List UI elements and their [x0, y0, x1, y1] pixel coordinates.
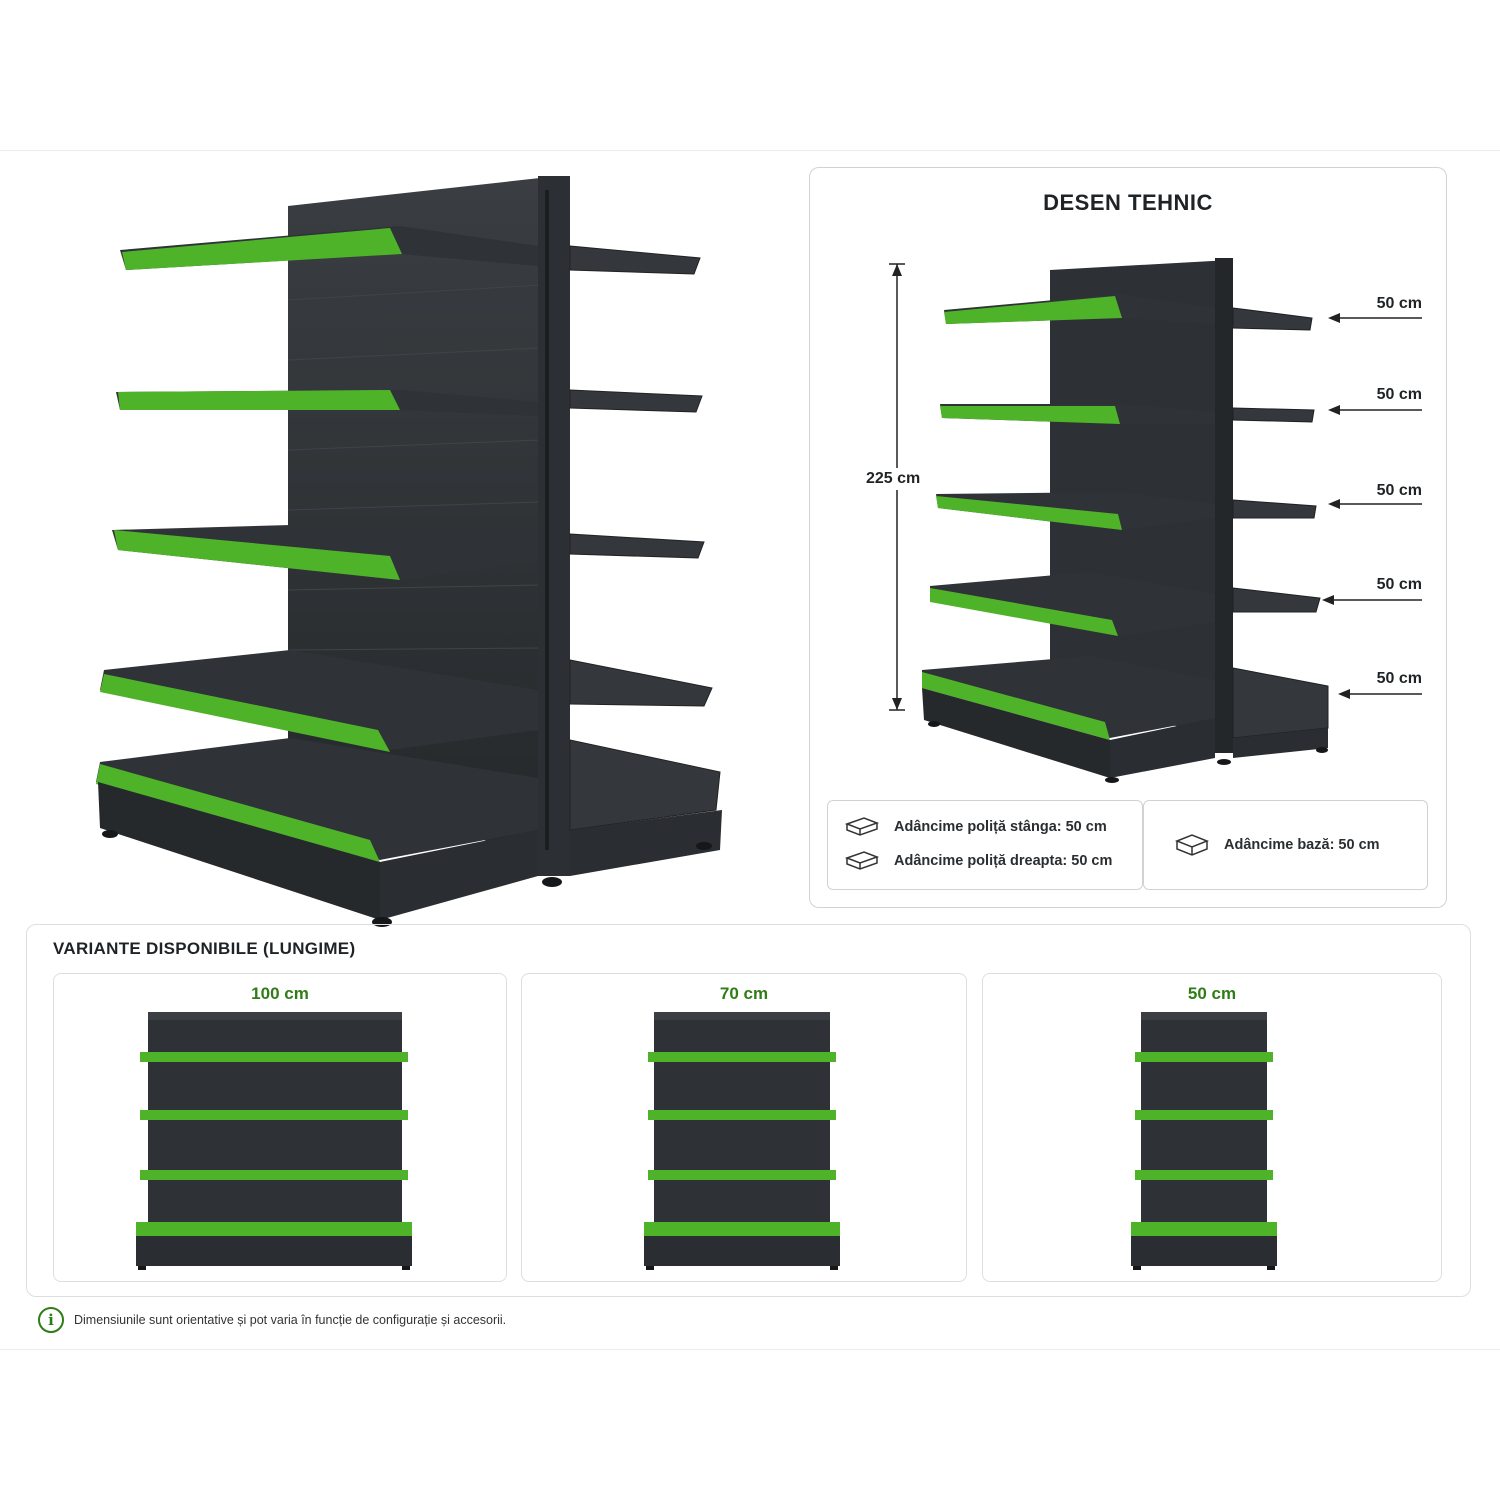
variants-section: VARIANTE DISPONIBILE (LUNGIME) 100 cm 70… [26, 924, 1471, 1297]
technical-drawing-panel: DESEN TEHNIC [809, 167, 1447, 908]
variant-label: 50 cm [1187, 984, 1237, 1003]
spec-base: Adâncime bază: 50 cm [1174, 833, 1380, 857]
shelving-front-view-70 [644, 1012, 840, 1270]
spec-base-text: Adâncime bază: 50 cm [1224, 837, 1380, 853]
shelving-front-view-50 [1131, 1012, 1277, 1270]
shelf-depth-label: 50 cm [1376, 670, 1422, 687]
disclaimer-note: i Dimensiunile sunt orientative și pot v… [38, 1307, 506, 1333]
shelving-front-view-100 [136, 1012, 412, 1270]
shelf-depth-label: 50 cm [1376, 482, 1422, 499]
shelf-box-icon [844, 851, 880, 870]
shelf-depth-specs: Adâncime poliță stânga: 50 cm Adâncime p… [827, 800, 1143, 890]
variant-card-50[interactable]: 50 cm [982, 973, 1442, 1282]
spec-right-shelf: Adâncime poliță dreapta: 50 cm [844, 849, 1112, 873]
spec-left-shelf-text: Adâncime poliță stânga: 50 cm [894, 819, 1107, 835]
spec-left-shelf: Adâncime poliță stânga: 50 cm [844, 815, 1107, 839]
base-depth-spec: Adâncime bază: 50 cm [1143, 800, 1428, 890]
tech-title: DESEN TEHNIC [1043, 190, 1213, 215]
shelf-depth-label: 50 cm [1376, 386, 1422, 403]
disclaimer-text: Dimensiunile sunt orientative și pot var… [74, 1313, 507, 1327]
shelf-depth-label: 50 cm [1376, 576, 1422, 593]
hero-shelving-image [90, 170, 730, 930]
variant-label: 70 cm [719, 984, 769, 1003]
base-box-icon [1174, 834, 1210, 856]
variant-card-100[interactable]: 100 cm [53, 973, 507, 1282]
spec-right-shelf-text: Adâncime poliță dreapta: 50 cm [894, 853, 1113, 869]
variant-card-70[interactable]: 70 cm [521, 973, 967, 1282]
info-icon: i [38, 1307, 64, 1333]
shelf-box-icon [844, 817, 880, 836]
page-frame [0, 150, 1500, 1350]
technical-drawing [889, 258, 1422, 783]
height-dimension-label: 225 cm [862, 468, 925, 490]
shelf-depth-label: 50 cm [1376, 295, 1422, 312]
variants-title: VARIANTE DISPONIBILE (LUNGIME) [53, 939, 356, 958]
variant-label: 100 cm [251, 984, 309, 1003]
